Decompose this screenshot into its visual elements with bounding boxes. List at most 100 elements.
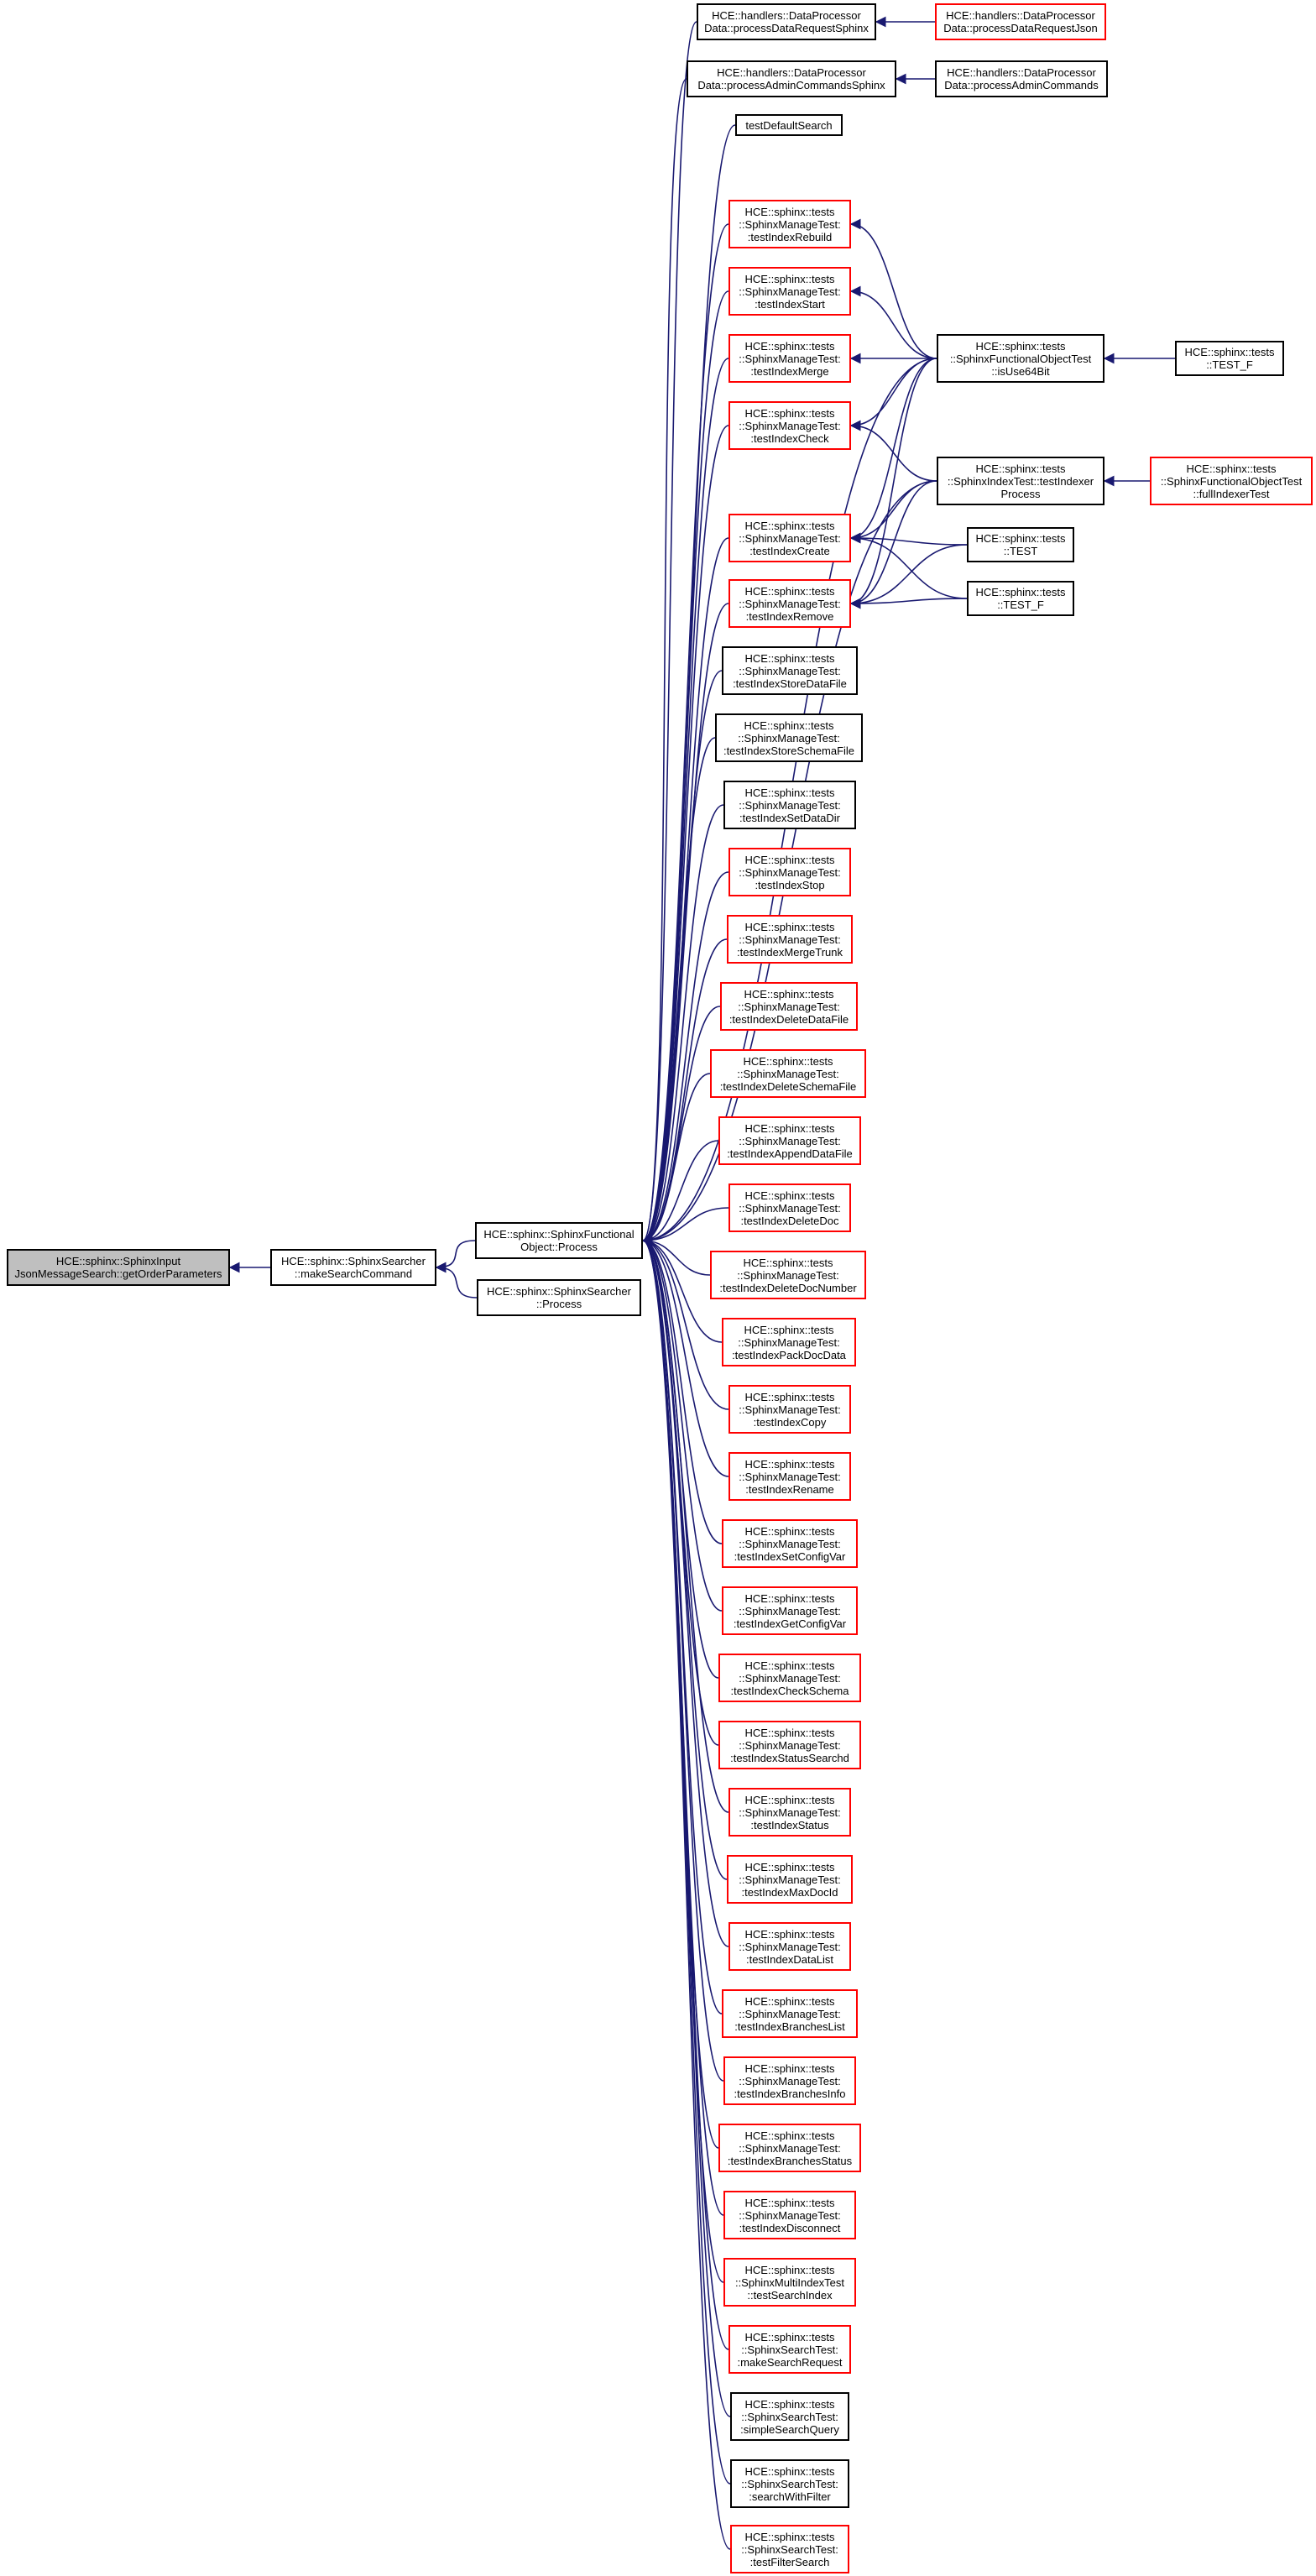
node-test-index-status-searchd[interactable]: HCE::sphinx::tests::SphinxManageTest::te… <box>718 1721 861 1769</box>
node-test-index-remove[interactable]: HCE::sphinx::tests::SphinxManageTest::te… <box>728 579 851 628</box>
node-label-line: ::SphinxManageTest: <box>739 1604 841 1617</box>
node-label-line: ::SphinxSearchTest: <box>741 2410 838 2423</box>
node-label-line: HCE::sphinx::tests <box>744 651 835 665</box>
node-label-line: ::SphinxManageTest: <box>739 597 841 610</box>
node-label-line: ::SphinxManageTest: <box>739 285 841 298</box>
node-test-index-check-schema[interactable]: HCE::sphinx::tests::SphinxManageTest::te… <box>718 1654 861 1702</box>
node-label-line: HCE::sphinx::tests <box>744 1659 835 1672</box>
node-label-line: ::fullIndexerTest <box>1193 487 1270 500</box>
node-test-index-branches-info[interactable]: HCE::sphinx::tests::SphinxManageTest::te… <box>723 2056 856 2105</box>
node-label-line: ::SphinxIndexTest::testIndexer <box>947 474 1094 488</box>
node-label-line: ::SphinxSearchTest: <box>741 2477 838 2490</box>
node-test-index-disconnect[interactable]: HCE::sphinx::tests::SphinxManageTest::te… <box>723 2191 856 2239</box>
node-test-f-1[interactable]: HCE::sphinx::tests::TEST_F <box>1175 341 1284 376</box>
node-label-line: HCE::handlers::DataProcessor <box>947 66 1096 79</box>
node-label-line: :testIndexStop <box>755 878 825 891</box>
node-label-line: :testIndexCheck <box>750 431 829 445</box>
node-test-index-rename[interactable]: HCE::sphinx::tests::SphinxManageTest::te… <box>728 1452 851 1501</box>
edge-test_index_rename-to-functional_object_process <box>641 1235 729 1477</box>
node-searcher-process[interactable]: HCE::sphinx::SphinxSearcher::Process <box>477 1279 641 1316</box>
node-test-index-delete-data-file[interactable]: HCE::sphinx::tests::SphinxManageTest::te… <box>720 982 858 1031</box>
node-label-line: HCE::sphinx::tests <box>975 586 1066 598</box>
node-label-line: ::SphinxManageTest: <box>739 531 841 545</box>
node-search-with-filter[interactable]: HCE::sphinx::tests::SphinxSearchTest::se… <box>730 2459 849 2508</box>
edge-test_indexer_process-to-test_index_check <box>849 420 937 482</box>
node-test-index-delete-schema-file[interactable]: HCE::sphinx::tests::SphinxManageTest::te… <box>710 1049 866 1098</box>
node-label-line: HCE::sphinx::tests <box>744 519 835 532</box>
node-label-line: ::isUse64Bit <box>991 364 1050 378</box>
node-test-index-create[interactable]: HCE::sphinx::tests::SphinxManageTest::te… <box>728 514 851 562</box>
edge-test_index_store_data_file-to-functional_object_process <box>641 670 723 1246</box>
node-label-line: HCE::sphinx::SphinxSearcher <box>487 1285 631 1298</box>
node-test-index-branches-list[interactable]: HCE::sphinx::tests::SphinxManageTest::te… <box>722 1989 858 2038</box>
node-label-line: ::SphinxManageTest: <box>739 798 841 812</box>
node-full-indexer-test[interactable]: HCE::sphinx::tests::SphinxFunctionalObje… <box>1150 457 1313 505</box>
node-test-index-status[interactable]: HCE::sphinx::tests::SphinxManageTest::te… <box>728 1788 851 1837</box>
node-test-index-rebuild[interactable]: HCE::sphinx::tests::SphinxManageTest::te… <box>728 200 851 248</box>
node-label-line: :testIndexGetConfigVar <box>733 1617 847 1630</box>
node-label-line: HCE::sphinx::tests <box>744 2061 835 2075</box>
node-label-line: :testIndexCreate <box>749 544 830 557</box>
node-test-index-delete-doc[interactable]: HCE::sphinx::tests::SphinxManageTest::te… <box>728 1183 851 1232</box>
node-test-index-merge[interactable]: HCE::sphinx::tests::SphinxManageTest::te… <box>728 334 851 383</box>
edge-process_admin_commands_sphinx-to-functional_object_process <box>641 78 687 1246</box>
node-test-f-2[interactable]: HCE::sphinx::tests::TEST_F <box>967 581 1074 616</box>
node-test-index-stop[interactable]: HCE::sphinx::tests::SphinxManageTest::te… <box>728 848 851 896</box>
node-label-line: :testIndexDeleteDoc <box>740 1214 839 1227</box>
node-label-line: HCE::sphinx::tests <box>744 205 835 218</box>
node-test-index-set-data-dir[interactable]: HCE::sphinx::tests::SphinxManageTest::te… <box>723 781 856 829</box>
node-test-index-copy[interactable]: HCE::sphinx::tests::SphinxManageTest::te… <box>728 1385 851 1434</box>
node-test-index-store-schema-file[interactable]: HCE::sphinx::tests::SphinxManageTest::te… <box>715 713 863 762</box>
node-test-index-store-data-file[interactable]: HCE::sphinx::tests::SphinxManageTest::te… <box>722 646 858 695</box>
node-label-line: HCE::sphinx::tests <box>744 1860 835 1873</box>
node-label-line: ::SphinxManageTest: <box>738 1000 840 1013</box>
node-label-line: HCE::sphinx::tests <box>744 718 834 732</box>
node-label-line: HCE::sphinx::tests <box>744 1323 834 1336</box>
node-test-index-data-list[interactable]: HCE::sphinx::tests::SphinxManageTest::te… <box>728 1922 851 1971</box>
edge-test_index_branches_info-to-functional_object_process <box>641 1235 724 2082</box>
node-label-line: :testFilterSearch <box>749 2555 830 2568</box>
node-test-index-start[interactable]: HCE::sphinx::tests::SphinxManageTest::te… <box>728 267 851 316</box>
node-simple-search-query[interactable]: HCE::sphinx::tests::SphinxSearchTest::si… <box>730 2392 849 2441</box>
node-is-use-64bit[interactable]: HCE::sphinx::tests::SphinxFunctionalObje… <box>937 334 1104 383</box>
node-label-line: ::SphinxManageTest: <box>739 1671 841 1685</box>
node-test-index-set-config-var[interactable]: HCE::sphinx::tests::SphinxManageTest::te… <box>722 1519 858 1568</box>
node-label-line: ::SphinxManageTest: <box>739 1873 841 1886</box>
edge-test_index_data_list-to-functional_object_process <box>641 1235 729 1947</box>
node-label-line: HCE::handlers::DataProcessor <box>717 66 866 79</box>
node-test-index-check[interactable]: HCE::sphinx::tests::SphinxManageTest::te… <box>728 401 851 450</box>
node-test-search-index[interactable]: HCE::sphinx::tests::SphinxMultiIndexTest… <box>723 2258 856 2307</box>
node-test-index-get-config-var[interactable]: HCE::sphinx::tests::SphinxManageTest::te… <box>722 1586 858 1635</box>
node-label-line: ::SphinxManageTest: <box>739 2007 841 2020</box>
node-label-line: HCE::sphinx::tests <box>744 2530 835 2543</box>
node-test-default-search[interactable]: testDefaultSearch <box>735 114 843 136</box>
node-test-index-branches-status[interactable]: HCE::sphinx::tests::SphinxManageTest::te… <box>718 2124 861 2172</box>
node-label-line: ::SphinxFunctionalObjectTest <box>1160 474 1303 488</box>
node-make-search-command[interactable]: HCE::sphinx::SphinxSearcher::makeSearchC… <box>270 1249 436 1286</box>
node-label-line: HCE::sphinx::tests <box>744 1457 835 1471</box>
node-test-macro[interactable]: HCE::sphinx::tests::TEST <box>967 527 1074 562</box>
node-label-line: :testIndexSetConfigVar <box>734 1549 846 1563</box>
node-test-index-append-data-file[interactable]: HCE::sphinx::tests::SphinxManageTest::te… <box>718 1116 861 1165</box>
edge-test_indexer_process-to-test_index_create <box>849 480 937 544</box>
edge-is_use_64bit-to-test_index_check <box>849 358 937 431</box>
edge-test_index_store_schema_file-to-functional_object_process <box>641 737 716 1246</box>
node-label-line: HCE::handlers::DataProcessor <box>946 9 1095 22</box>
node-test-index-merge-trunk[interactable]: HCE::sphinx::tests::SphinxManageTest::te… <box>727 915 853 964</box>
node-test-index-pack-doc-data[interactable]: HCE::sphinx::tests::SphinxManageTest::te… <box>722 1318 856 1366</box>
node-label-line: ::SphinxManageTest: <box>737 1268 839 1282</box>
node-label-line: :testIndexMaxDocId <box>741 1885 838 1899</box>
edge-test_index_get_config_var-to-functional_object_process <box>641 1235 723 1612</box>
node-label-line: ::testSearchIndex <box>747 2288 833 2302</box>
node-make-search-request[interactable]: HCE::sphinx::tests::SphinxSearchTest::ma… <box>728 2325 851 2374</box>
node-test-index-delete-doc-number[interactable]: HCE::sphinx::tests::SphinxManageTest::te… <box>710 1251 866 1299</box>
node-test-filter-search[interactable]: HCE::sphinx::tests::SphinxSearchTest::te… <box>730 2525 849 2573</box>
node-test-indexer-process[interactable]: HCE::sphinx::tests::SphinxIndexTest::tes… <box>937 457 1104 505</box>
node-label-line: ::makeSearchCommand <box>294 1267 413 1280</box>
node-test-index-max-doc-id[interactable]: HCE::sphinx::tests::SphinxManageTest::te… <box>727 1855 853 1904</box>
